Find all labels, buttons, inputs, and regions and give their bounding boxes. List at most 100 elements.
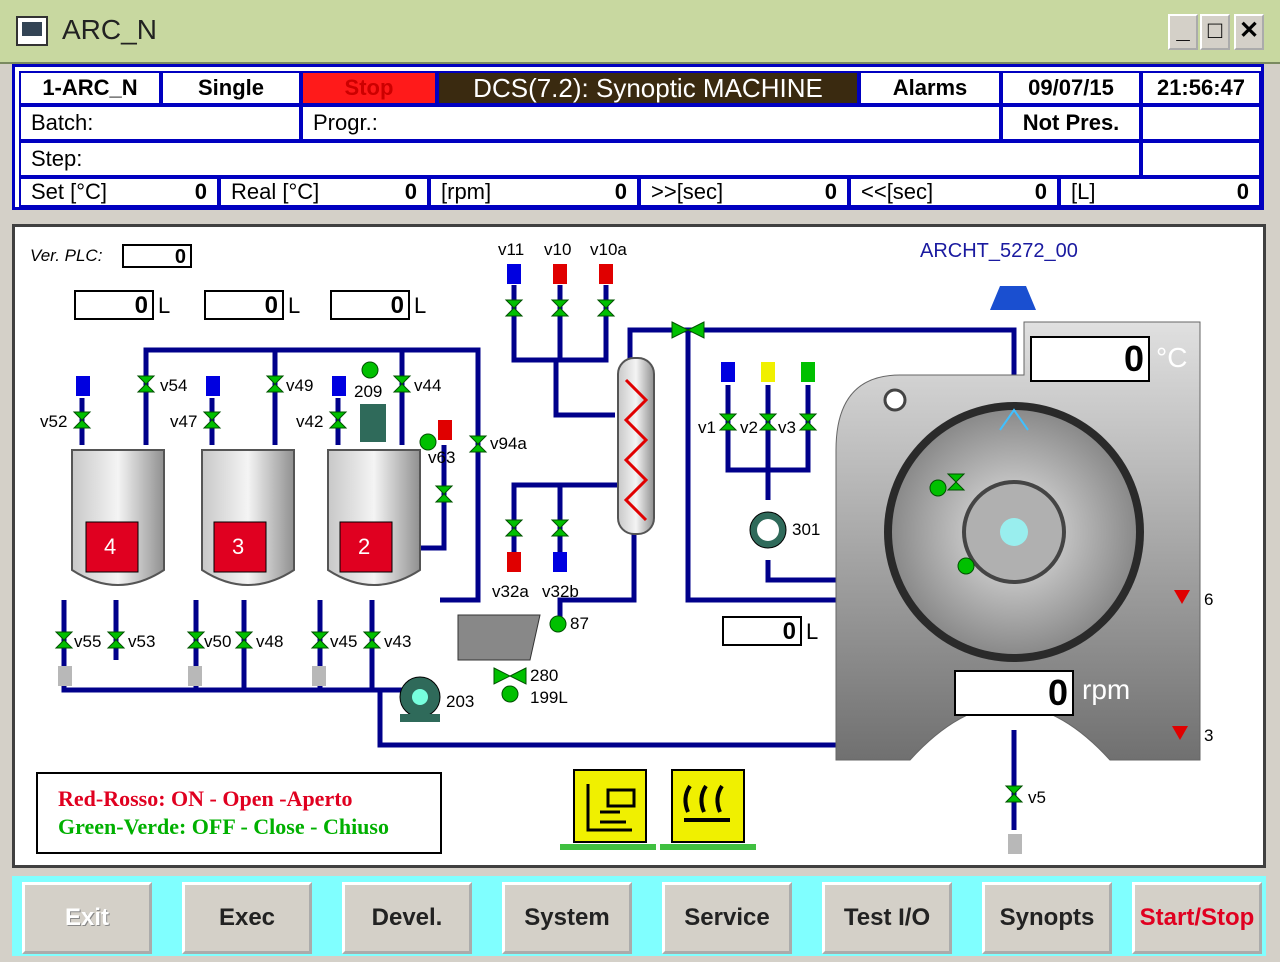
- tank-4-level-unit: L: [158, 293, 171, 318]
- valve-label-v49: v49: [286, 376, 314, 395]
- real-temp-field: Real [°C] 0: [219, 177, 429, 207]
- system-button[interactable]: System: [502, 882, 632, 954]
- rpm-field: [rpm] 0: [429, 177, 639, 207]
- real-temp-label: Real [°C]: [231, 179, 320, 204]
- valve-label-v94a: v94a: [490, 434, 527, 453]
- state-indicator: Stop: [301, 71, 437, 105]
- ver-plc-value: 0: [122, 244, 192, 268]
- dcs-title: DCS(7.2): Synoptic MACHINE: [437, 71, 859, 105]
- valve-label-v5: v5: [1028, 788, 1046, 807]
- start-stop-button[interactable]: Start/Stop: [1132, 882, 1262, 954]
- liters-label: [L]: [1071, 179, 1096, 204]
- motor-icon: [990, 286, 1036, 310]
- pump-203-icon[interactable]: [399, 676, 441, 722]
- forward-sec-label: >>[sec]: [651, 179, 724, 204]
- valve-label-v50: v50: [204, 632, 232, 651]
- valve-label-209: 209: [354, 382, 383, 401]
- meter-label-301: 301: [792, 520, 821, 539]
- close-button[interactable]: ✕: [1234, 14, 1264, 50]
- tank-3-level-unit: L: [288, 293, 301, 318]
- rpm-value: 0: [614, 179, 627, 204]
- synopts-button[interactable]: Synopts: [982, 882, 1112, 954]
- tank-3-level: 0: [204, 290, 284, 320]
- set-temp-label: Set [°C]: [31, 179, 108, 204]
- set-temp-field: Set [°C] 0: [19, 177, 219, 207]
- time-display: 21:56:47: [1141, 71, 1261, 105]
- forward-sec-value: 0: [824, 179, 837, 204]
- temperature-unit: °C: [1156, 342, 1188, 373]
- drum-rpm-unit: rpm: [1082, 674, 1131, 705]
- pump-label-203: 203: [446, 692, 475, 711]
- minimize-button[interactable]: _: [1168, 14, 1198, 50]
- valve-group[interactable]: [54, 299, 1024, 803]
- real-temp-value: 0: [404, 179, 417, 204]
- heating-icon[interactable]: [660, 769, 756, 850]
- valve-label-v53: v53: [128, 632, 156, 651]
- valve-label-v52: v52: [40, 412, 68, 431]
- step-label: Step:: [19, 141, 1141, 177]
- window-title: ARC_N: [62, 14, 157, 45]
- flow-meter-301-icon[interactable]: [749, 511, 787, 549]
- valve-label-87: 87: [570, 614, 589, 633]
- service-button[interactable]: Service: [662, 882, 792, 954]
- not-pres-indicator: Not Pres.: [1001, 105, 1141, 141]
- valve-label-v45: v45: [330, 632, 358, 651]
- valve-label-v63: v63: [428, 448, 456, 467]
- water-meter-value: 0: [722, 616, 802, 646]
- footer-toolbar: Exit Exec Devel. System Service Test I/O…: [12, 876, 1266, 956]
- filter-icon: [457, 614, 541, 661]
- valve-label-280: 280: [530, 666, 559, 685]
- legend-off-text: Green-Verde: OFF - Close - Chiuso: [58, 814, 389, 839]
- mode-indicator[interactable]: Single: [161, 71, 301, 105]
- alarms-button[interactable]: Alarms: [859, 71, 1001, 105]
- valve-label-v48: v48: [256, 632, 284, 651]
- valve-label-199l: 199L: [530, 688, 568, 707]
- tank-4-number: 4: [104, 534, 117, 559]
- valve-label-v47: v47: [170, 412, 198, 431]
- tank-4-level: 0: [74, 290, 154, 320]
- spray-nozzle-icon: [999, 408, 1029, 431]
- water-meter-unit: L: [806, 619, 819, 644]
- drum-rpm-value: 0: [954, 670, 1074, 716]
- machine-id: ARCHT_5272_00: [920, 240, 1078, 262]
- valve-label-v10a: v10a: [590, 240, 627, 259]
- backward-sec-value: 0: [1034, 179, 1047, 204]
- color-legend: Red-Rosso: ON - Open -Aperto Green-Verde…: [36, 772, 442, 854]
- progr-label: Progr.:: [301, 105, 1001, 141]
- empty-cell: [1141, 105, 1261, 141]
- app-icon[interactable]: [16, 16, 48, 46]
- liters-field: [L] 0: [1059, 177, 1261, 207]
- ver-plc-label: Ver. PLC:: [30, 246, 103, 265]
- tank-3-number: 3: [232, 534, 245, 559]
- set-temp-value: 0: [194, 179, 207, 204]
- valve-label-v3: v3: [778, 418, 796, 437]
- exit-button[interactable]: Exit: [22, 882, 152, 954]
- tank-4: [71, 449, 165, 586]
- liters-value: 0: [1236, 179, 1249, 204]
- devel-button[interactable]: Devel.: [342, 882, 472, 954]
- valve-label-v55: v55: [74, 632, 102, 651]
- batch-label: Batch:: [19, 105, 301, 141]
- exec-button[interactable]: Exec: [182, 882, 312, 954]
- mixer-motor-icon: [360, 404, 386, 442]
- tank-2-number: 2: [358, 534, 371, 559]
- recipe-icon[interactable]: [560, 769, 656, 850]
- forward-sec-field: >>[sec] 0: [639, 177, 849, 207]
- legend-on-text: Red-Rosso: ON - Open -Aperto: [58, 786, 353, 811]
- tank-2-level-unit: L: [414, 293, 427, 318]
- valve-label-v54: v54: [160, 376, 188, 395]
- tank-2: [327, 449, 421, 586]
- temperature-value: 0: [1030, 336, 1150, 382]
- backward-sec-field: <<[sec]0: [849, 177, 1059, 207]
- maximize-button[interactable]: □: [1200, 14, 1230, 50]
- valve-label-v44: v44: [414, 376, 442, 395]
- test-io-button[interactable]: Test I/O: [822, 882, 952, 954]
- rpm-label: [rpm]: [441, 179, 492, 204]
- valve-label-v2: v2: [740, 418, 758, 437]
- machine-drum: [835, 286, 1201, 761]
- sensor-label-6: 6: [1204, 590, 1214, 609]
- empty-cell-2: [1141, 141, 1261, 177]
- status-header: 1-ARC_N Single Stop DCS(7.2): Synoptic M…: [12, 64, 1264, 210]
- date-display: 09/07/15: [1001, 71, 1141, 105]
